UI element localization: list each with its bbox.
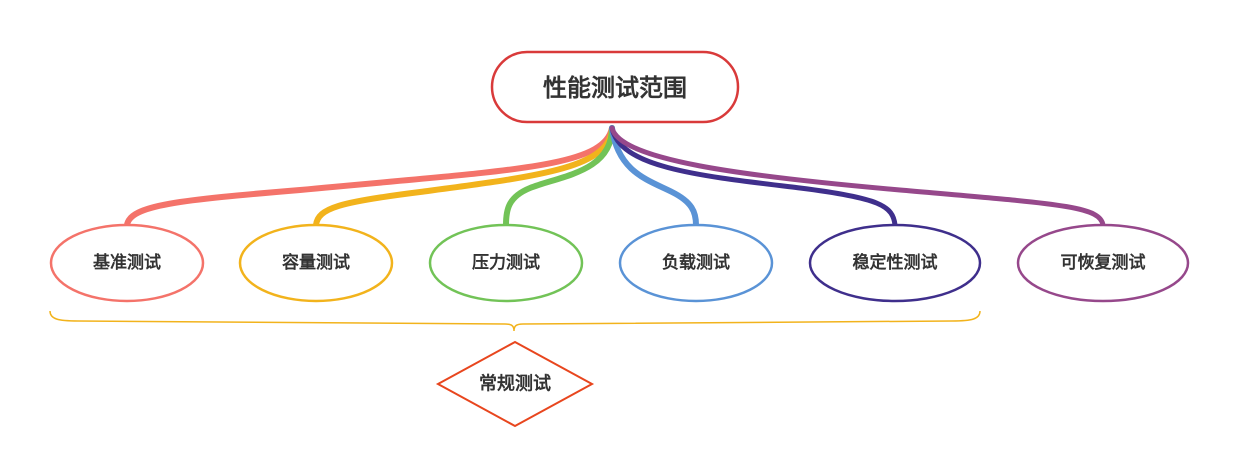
child-node-label: 压力测试: [472, 252, 540, 273]
child-node-label: 负载测试: [662, 252, 730, 273]
root-node[interactable]: 性能测试范围: [490, 50, 740, 124]
branch-connector-4: [609, 125, 699, 228]
child-node-2[interactable]: 容量测试: [238, 223, 394, 303]
child-node-label: 稳定性测试: [853, 252, 938, 273]
summary-node-shape: [435, 340, 595, 428]
child-node-1[interactable]: 基准测试: [49, 223, 205, 303]
branch-connector-1: [124, 125, 615, 228]
branch-connector-2: [313, 125, 615, 228]
child-node-shape: [808, 223, 982, 303]
child-node-label: 可恢复测试: [1061, 252, 1146, 273]
child-node-label: 基准测试: [92, 252, 161, 273]
summary-node[interactable]: 常规测试: [435, 340, 595, 428]
child-node-shape: [428, 223, 584, 303]
summary-node-label: 常规测试: [479, 373, 551, 395]
child-node-shape: [238, 223, 394, 303]
branch-connector-3: [503, 125, 615, 228]
child-node-6[interactable]: 可恢复测试: [1016, 223, 1190, 303]
branch-connectors: [124, 125, 1106, 228]
child-node-shape: [618, 223, 774, 303]
summary-brace: [49, 310, 981, 332]
child-node-5[interactable]: 稳定性测试: [808, 223, 982, 303]
child-node-label: 容量测试: [282, 252, 350, 273]
branch-connector-5: [609, 125, 898, 228]
branch-connector-6: [609, 125, 1106, 228]
child-node-3[interactable]: 压力测试: [428, 223, 584, 303]
child-node-shape: [1016, 223, 1190, 303]
child-node-shape: [49, 223, 205, 303]
root-node-label: 性能测试范围: [543, 74, 687, 102]
root-node-shape: [490, 50, 740, 124]
child-node-4[interactable]: 负载测试: [618, 223, 774, 303]
